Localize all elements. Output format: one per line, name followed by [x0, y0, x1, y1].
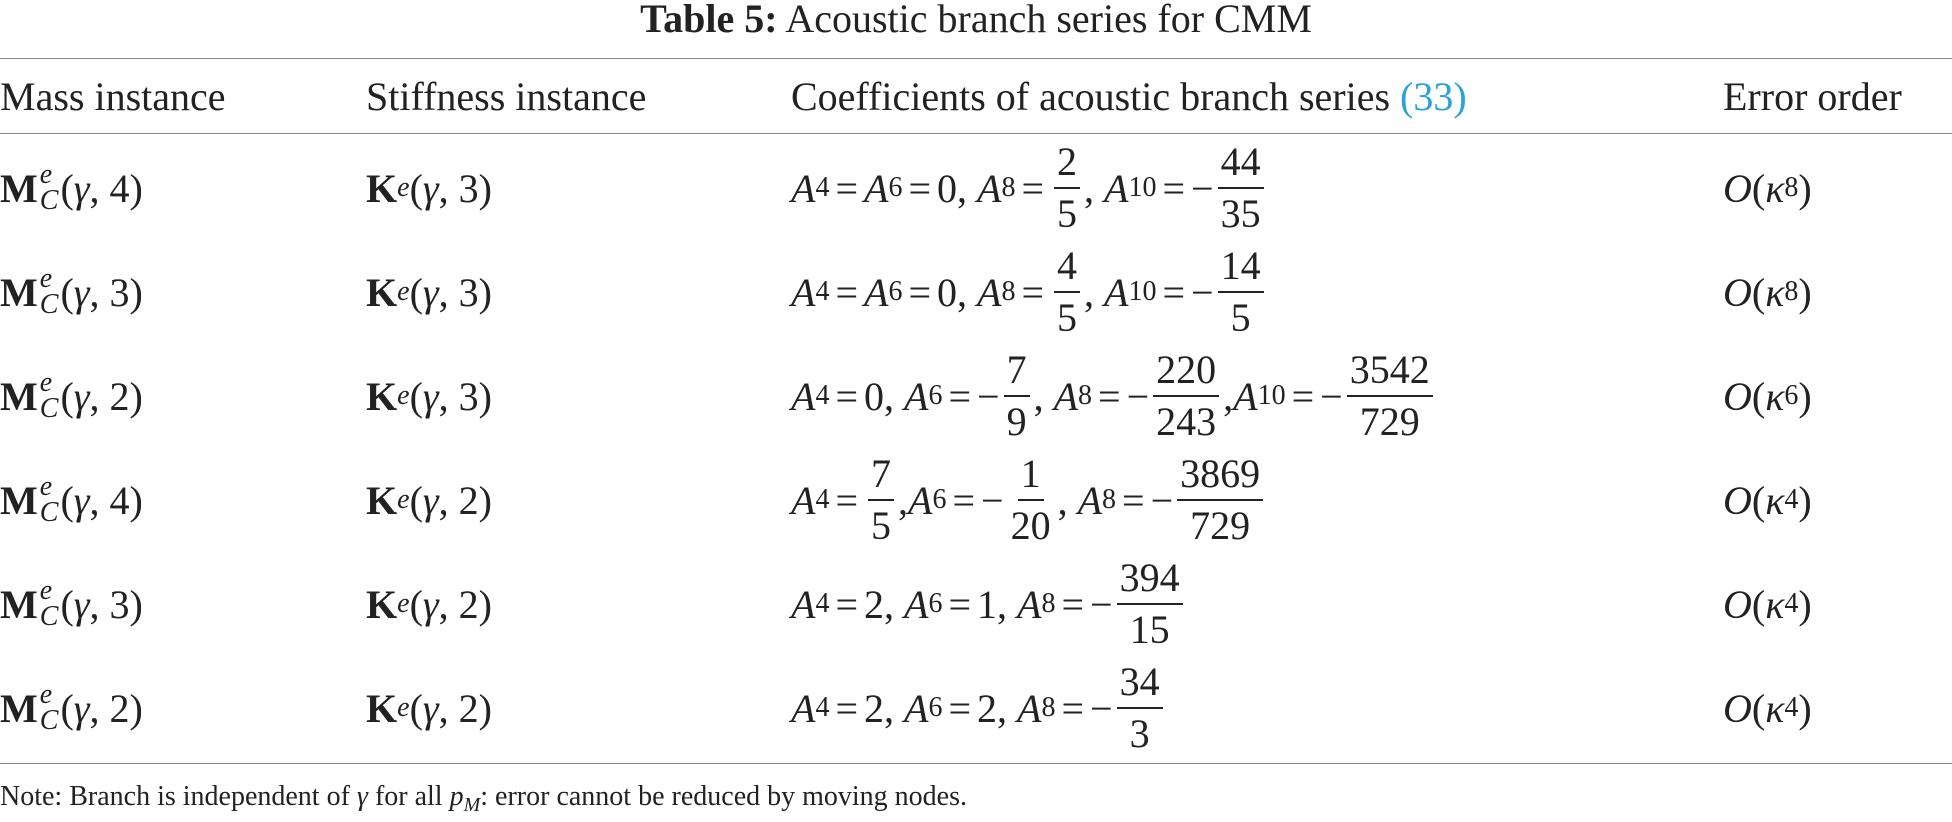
stiffness-order: 3 [458, 165, 479, 211]
error-exponent: 6 [1784, 380, 1799, 411]
bottom-rule [0, 763, 1952, 764]
table-note: Note: Branch is independent of γ for all… [0, 781, 967, 816]
stiffness-order: 3 [458, 269, 479, 315]
mass-order: 2 [109, 685, 130, 731]
mass-order: 2 [109, 373, 130, 419]
stiffness-order: 2 [458, 477, 479, 523]
error-exponent: 8 [1784, 172, 1799, 203]
error-exponent: 4 [1784, 484, 1799, 515]
mass-order: 4 [109, 477, 130, 523]
error-exponent: 8 [1784, 276, 1799, 307]
caption-text: Acoustic branch series for CMM [785, 0, 1312, 41]
header-stiffness: Stiffness instance [366, 74, 647, 119]
table-caption: Table 5: Acoustic branch series for CMM [0, 0, 1952, 44]
header-coefficients: Coefficients of acoustic branch series (… [791, 74, 1467, 120]
error-exponent: 4 [1784, 588, 1799, 619]
caption-label: Table 5: [640, 0, 778, 41]
header-error: Error order [1723, 74, 1902, 119]
header-mass: Mass instance [0, 74, 226, 119]
equation-reference-link[interactable]: (33) [1400, 74, 1467, 119]
mass-order: 3 [109, 269, 130, 315]
stiffness-order: 3 [458, 373, 479, 419]
mass-order: 4 [109, 165, 130, 211]
top-rule [0, 58, 1952, 59]
error-exponent: 4 [1784, 692, 1799, 723]
stiffness-order: 2 [458, 581, 479, 627]
mass-order: 3 [109, 581, 130, 627]
header-rule [0, 133, 1952, 134]
stiffness-order: 2 [458, 685, 479, 731]
header-coefficients-text: Coefficients of acoustic branch series [791, 74, 1391, 119]
